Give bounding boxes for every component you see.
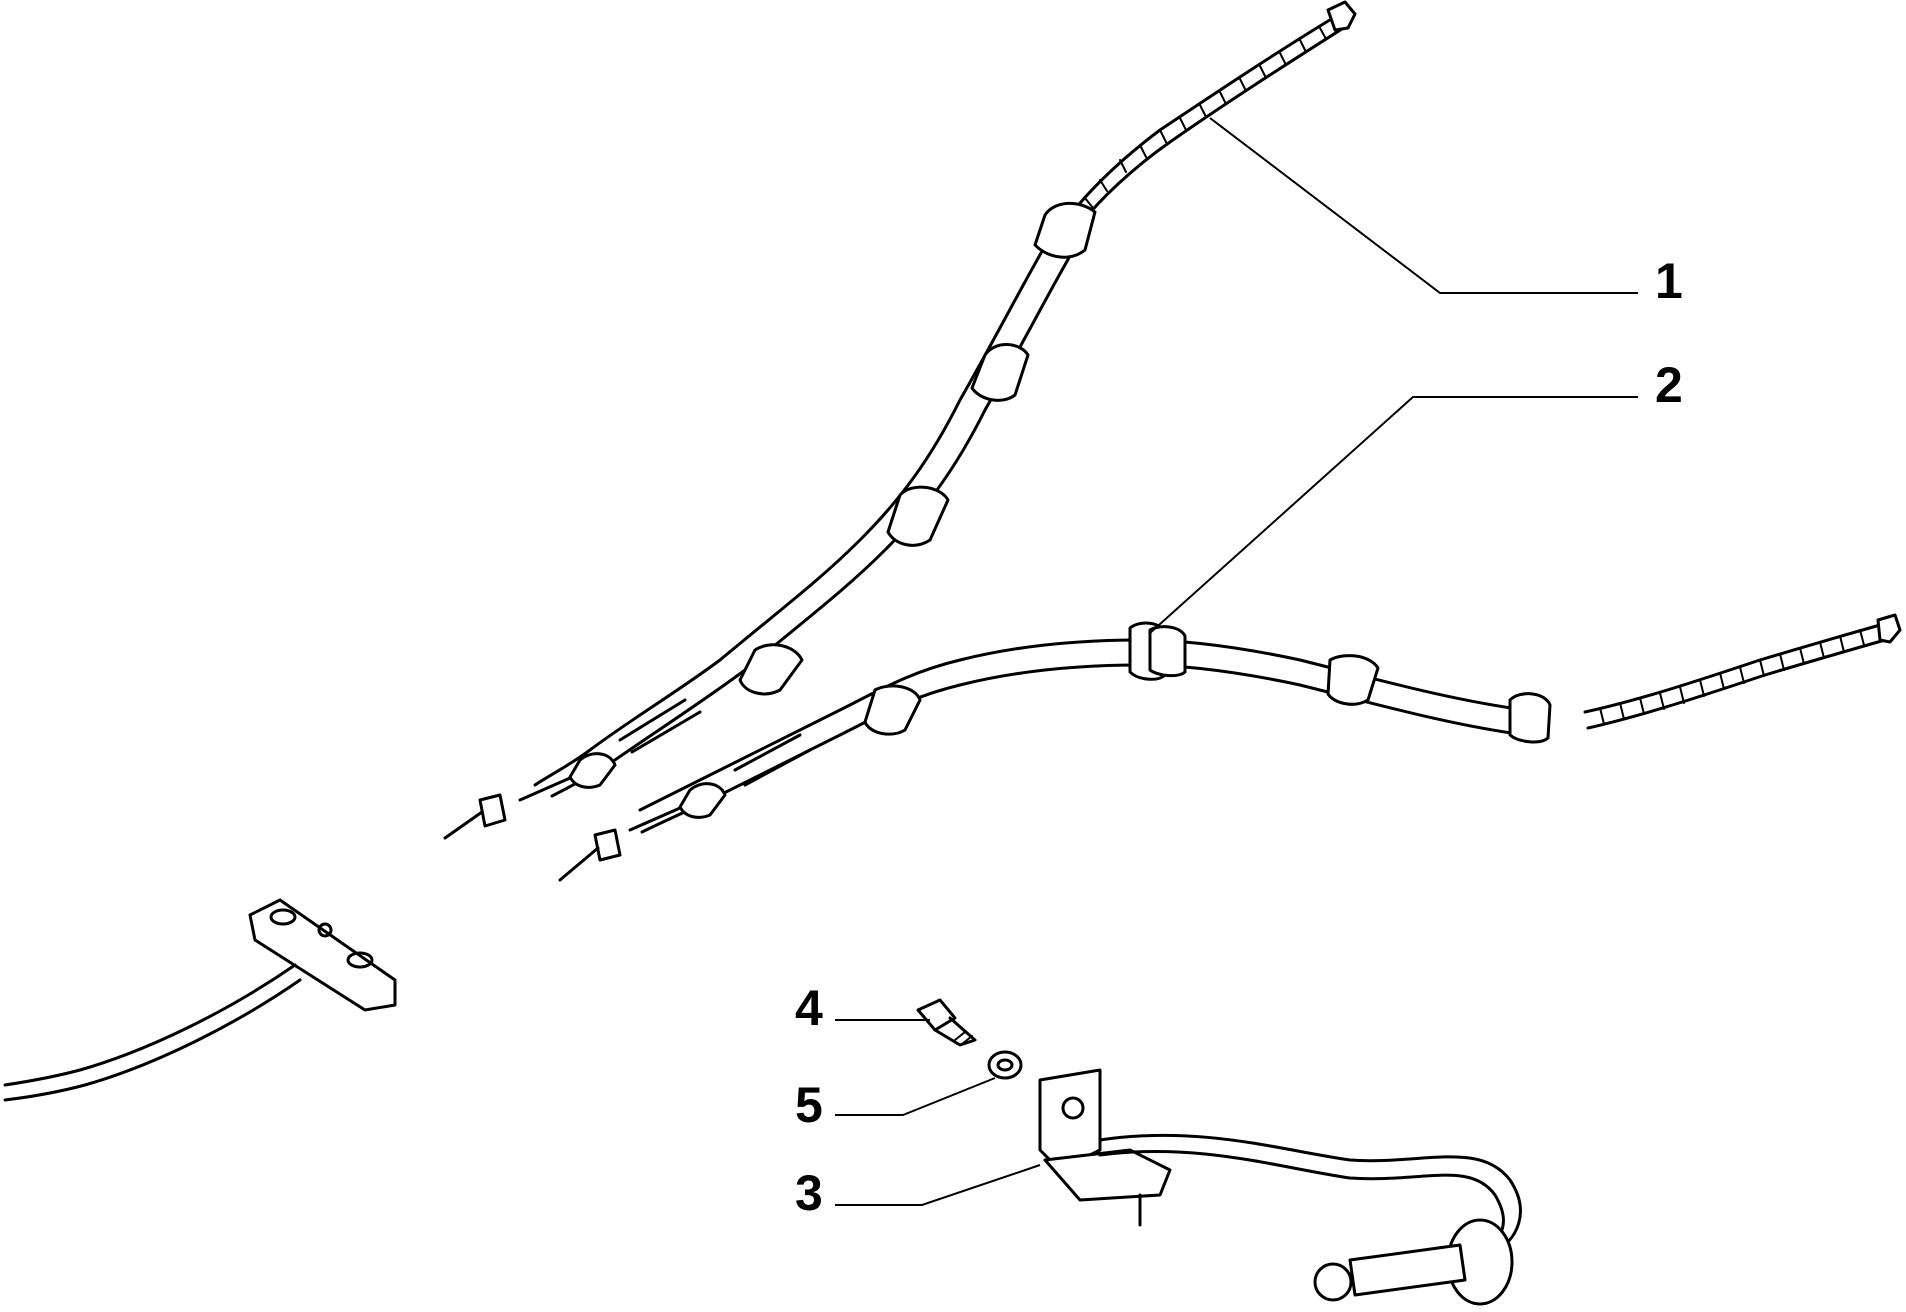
callout-1: 1 <box>1655 253 1683 309</box>
brake-cable-1 <box>443 0 1357 840</box>
leader-line-5 <box>835 1077 996 1116</box>
leader-line-1 <box>1209 117 1638 294</box>
callout-4: 4 <box>795 980 823 1036</box>
leader-line-3 <box>835 1164 1041 1206</box>
bracket-part-3 <box>1038 1068 1522 1306</box>
cable-equalizer <box>3 898 397 1102</box>
washer-part-5 <box>987 1050 1023 1080</box>
leader-lines <box>835 117 1638 1206</box>
bolt-part-4 <box>916 998 977 1047</box>
leader-line-2 <box>1149 396 1638 634</box>
brake-cable-2 <box>558 613 1902 882</box>
callout-3: 3 <box>795 1165 823 1221</box>
callout-2: 2 <box>1655 357 1683 413</box>
callout-5: 5 <box>795 1077 823 1133</box>
